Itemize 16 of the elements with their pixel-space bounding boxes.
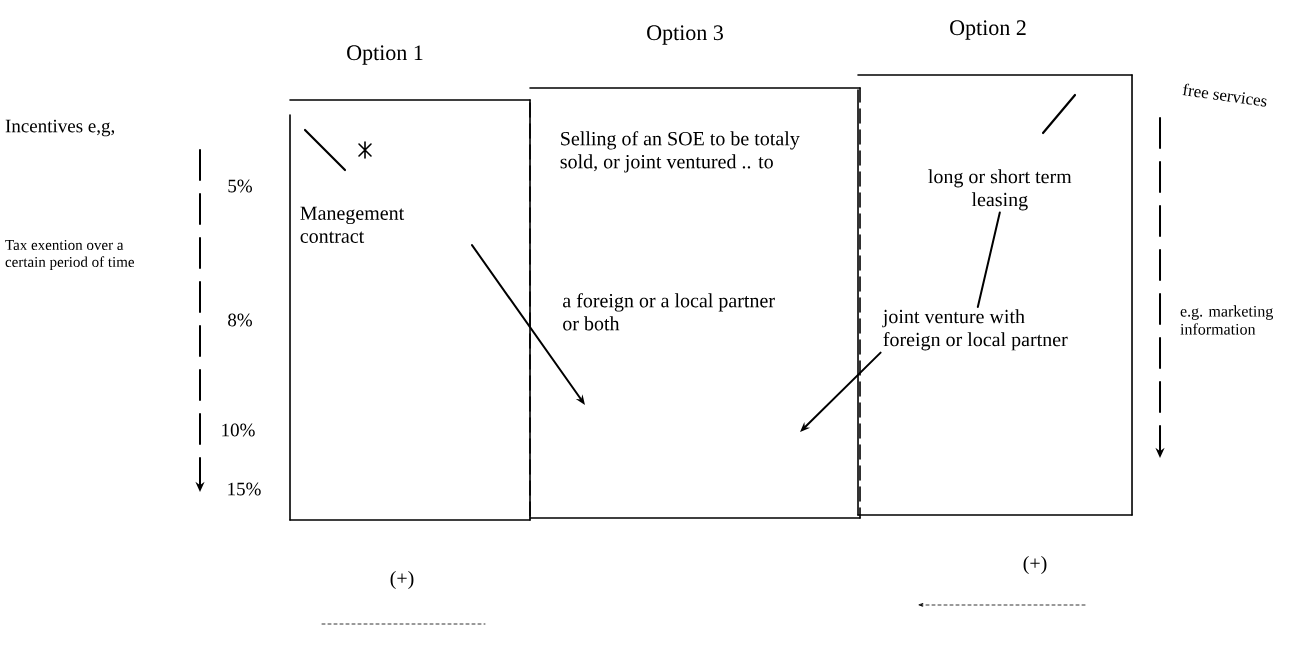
sign-label: (+) [1023, 555, 1047, 575]
arrow [800, 351, 882, 432]
percent-label: 10% [222, 423, 255, 437]
side-note: free services [1182, 83, 1267, 107]
side-note: Tax exention over a certain period of time [5, 239, 135, 271]
side-note: e.g. marketing information [1180, 305, 1274, 335]
option-text: Selling of an SOE to be totaly sold, or joint ventured .. to [560, 131, 800, 173]
percent-label: 15% [228, 482, 261, 496]
option-text: Manegement contract [300, 206, 405, 243]
percent-label: 8% [228, 313, 252, 327]
percent-label: 5% [228, 179, 252, 193]
option-text: joint venture with foreign or local partner [882, 309, 1068, 351]
option-text: long or short term leasing [928, 169, 1072, 211]
side-note: Incentives e,g, [5, 119, 115, 137]
sign-label: (+) [390, 570, 414, 590]
option-text: a foreign or a local partner or both [563, 293, 775, 331]
